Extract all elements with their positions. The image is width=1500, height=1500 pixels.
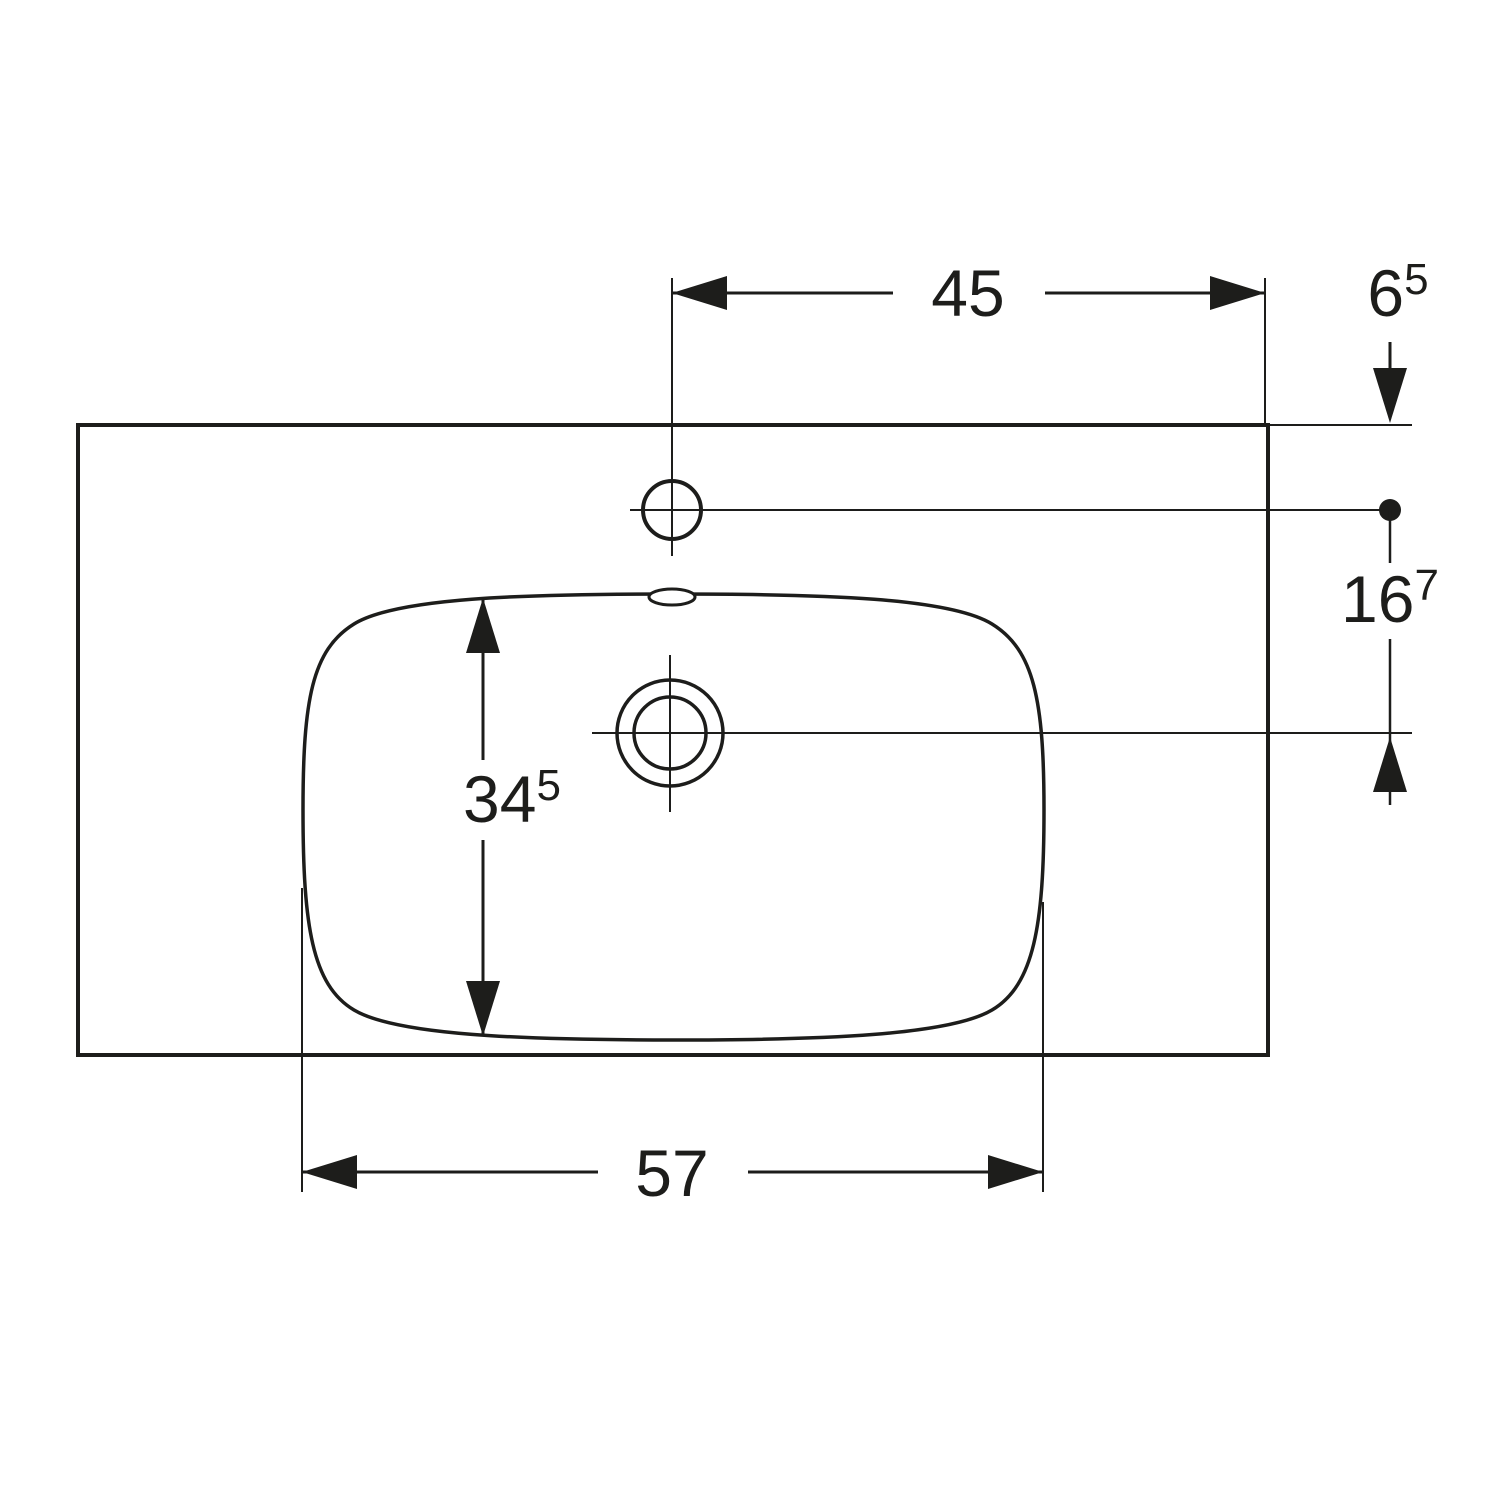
dim-45-label: 45 (931, 256, 1004, 330)
dim-57-label-bg (598, 1134, 748, 1210)
dim-16-7-label: 167 (1341, 561, 1439, 636)
dim-6-5-arrow-down (1373, 368, 1407, 423)
dim-57-label: 57 (635, 1136, 708, 1210)
dim-34-5-label-bg (423, 760, 597, 840)
tap-hole (641, 479, 703, 541)
dim-6-5-label: 65 (1367, 255, 1428, 330)
dim-45-label-bg (893, 256, 1045, 330)
dim-34-5-label: 345 (463, 761, 561, 836)
dim-16-7-arrow-up (1373, 737, 1407, 792)
overflow-slot (647, 587, 697, 607)
dim-45-arrow-right (1210, 276, 1265, 310)
drain-hole-outer (615, 678, 725, 788)
dim-45-arrow-left (672, 276, 727, 310)
drain-hole-inner (632, 695, 708, 771)
dim-57-arrow-left (302, 1155, 357, 1189)
dim-16-7-label-bg (1322, 563, 1460, 639)
basin-bowl-outline (301, 592, 1046, 1042)
dim-34-5-arrow-down (466, 981, 500, 1036)
dim-34-5-arrow-up (466, 598, 500, 653)
dim-57-arrow-right (988, 1155, 1043, 1189)
